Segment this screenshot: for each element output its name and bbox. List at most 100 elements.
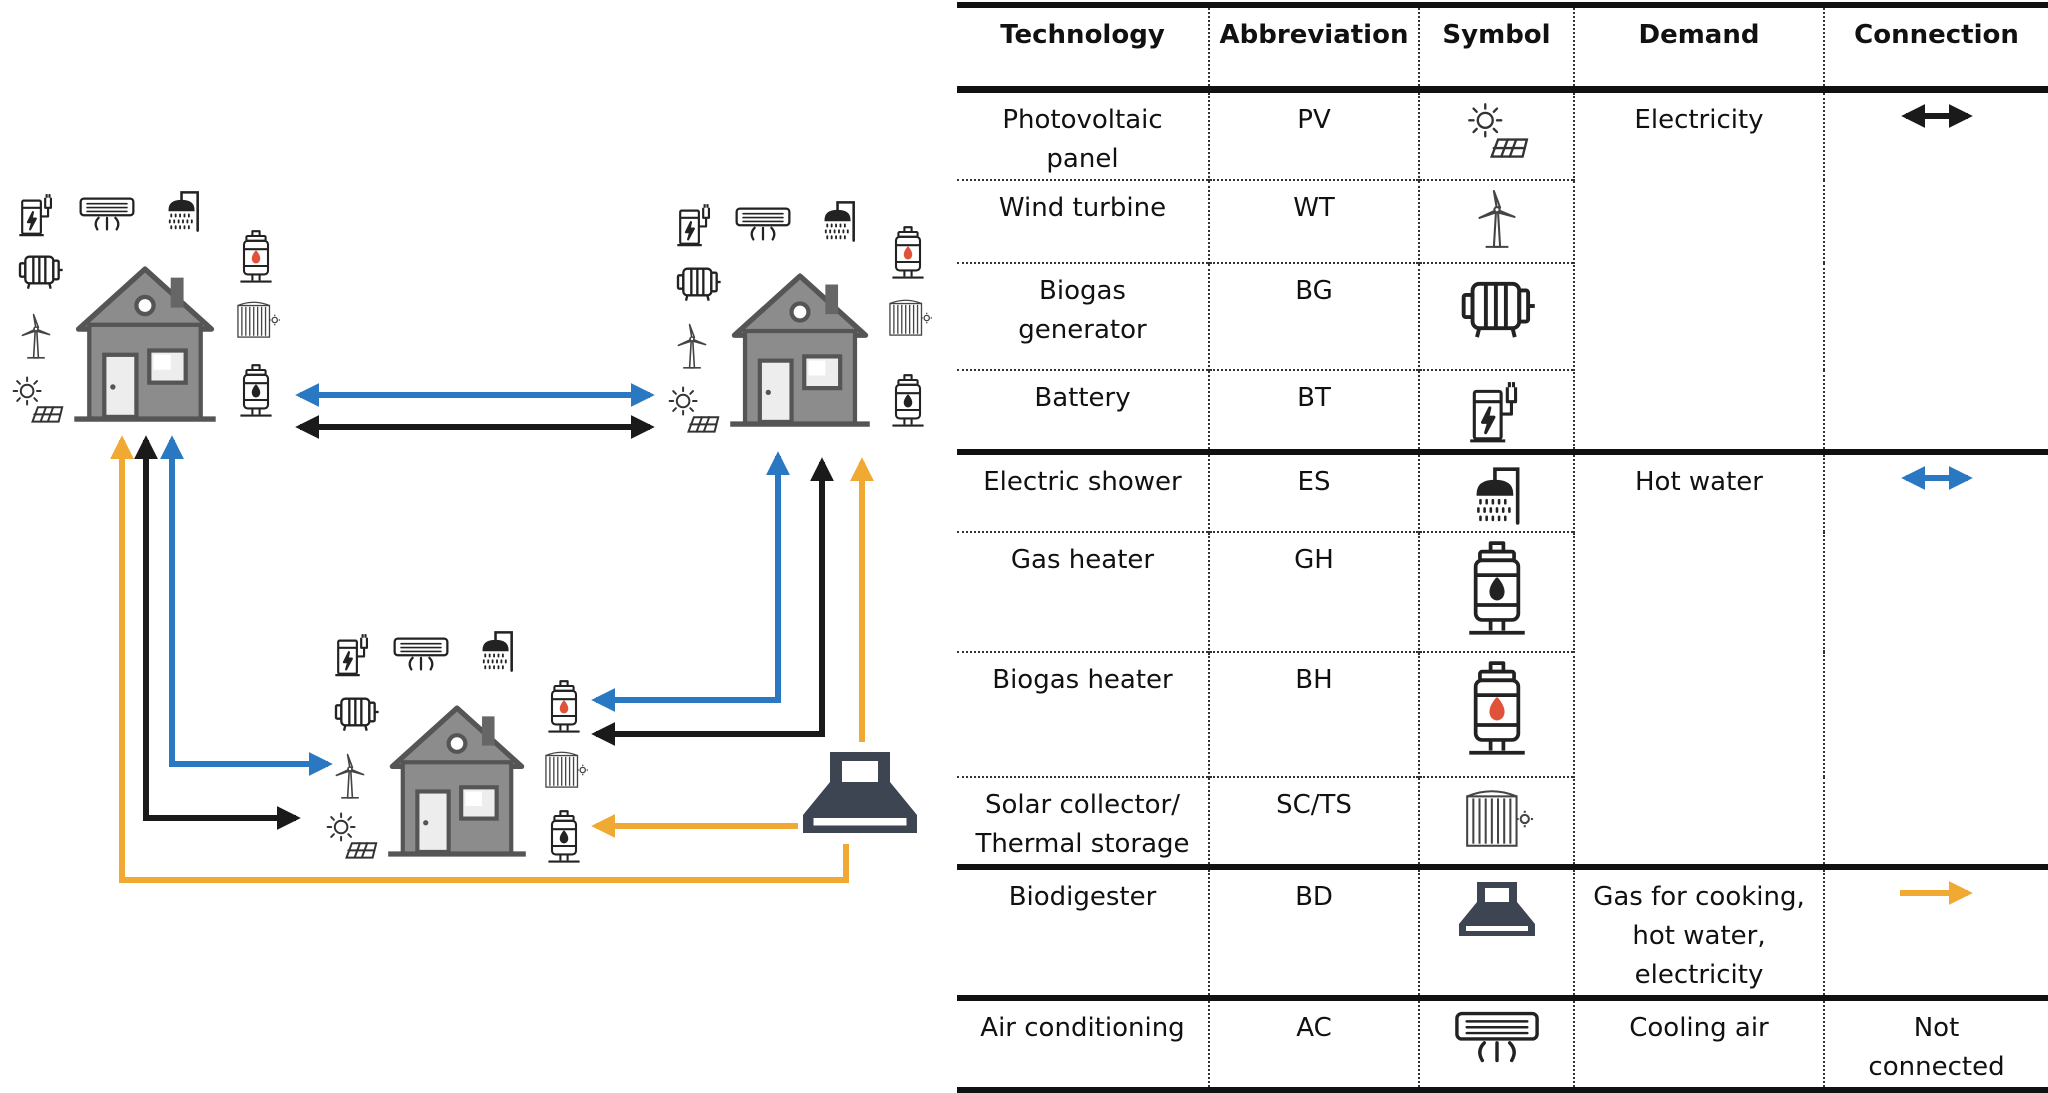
technology-name-line2: panel xyxy=(1046,144,1119,174)
abbreviation-cell: BT xyxy=(1208,370,1420,452)
abbreviation-cell: BG xyxy=(1208,263,1420,370)
solar-collector-icon xyxy=(889,299,932,336)
table-row: Photovoltaic panel PV Electricity xyxy=(957,89,2048,452)
air-conditioner-icon xyxy=(735,207,791,241)
biogas-heater-icon xyxy=(891,226,925,279)
header-symbol: Symbol xyxy=(1418,5,1575,90)
biogas-heater-icon xyxy=(239,230,273,283)
battery-charger-icon xyxy=(676,202,711,247)
technology-legend-table: Technology Abbreviation Symbol Demand Co… xyxy=(957,2,2048,1093)
technology-cell: Biogas heater xyxy=(957,652,1210,777)
technology-name: Biogas xyxy=(1039,276,1126,306)
battery-charger-icon xyxy=(1467,379,1527,445)
header-technology: Technology xyxy=(957,5,1210,90)
biogas-heater-icon xyxy=(1465,661,1529,757)
technology-name: Photovoltaic xyxy=(1002,105,1163,135)
table-header-row: Technology Abbreviation Symbol Demand Co… xyxy=(957,5,2048,90)
symbol-cell xyxy=(1418,180,1574,263)
biogas-generator-icon xyxy=(1457,272,1537,340)
biodigester-links xyxy=(110,435,874,883)
house-3 xyxy=(326,631,588,863)
abbreviation-cell: BD xyxy=(1208,867,1420,998)
arrow-orange-icon xyxy=(1899,881,1973,905)
abbreviation-cell: ES xyxy=(1208,452,1420,532)
solar-panel-icon xyxy=(1465,101,1529,161)
connection-cooling: Not connected xyxy=(1823,998,2048,1090)
abbreviation-cell: GH xyxy=(1208,532,1420,652)
air-conditioner-icon xyxy=(79,197,135,231)
air-conditioner-icon xyxy=(393,637,449,671)
header-demand: Demand xyxy=(1573,5,1825,90)
solar-collector-icon xyxy=(237,301,280,338)
symbol-cell xyxy=(1418,532,1574,652)
solar-panel-icon xyxy=(326,812,378,859)
symbol-cell xyxy=(1418,89,1575,180)
symbol-cell xyxy=(1418,652,1574,777)
header-abbreviation: Abbreviation xyxy=(1208,5,1420,90)
connection-electricity xyxy=(1823,89,2048,452)
technology-cell: Battery xyxy=(957,370,1210,452)
gas-heater-icon xyxy=(891,374,925,427)
double-arrow-black-icon xyxy=(1900,104,1973,128)
demand-biodigester: Gas for cooking, hot water, electricity xyxy=(1573,867,1825,998)
table-row: Biogas generator BG xyxy=(957,263,2048,370)
demand-line: hot water, xyxy=(1632,921,1766,951)
table-row: Electric shower ES Hot water xyxy=(957,452,2048,867)
technology-name-line2: generator xyxy=(1018,315,1147,345)
technology-cell: Wind turbine xyxy=(957,180,1210,263)
battery-charger-icon xyxy=(334,632,369,677)
demand-cooling: Cooling air xyxy=(1573,998,1825,1090)
electric-shower-icon xyxy=(1466,463,1528,525)
abbreviation-cell: WT xyxy=(1208,180,1420,263)
energy-network-diagram xyxy=(12,191,932,883)
biogas-heater-icon xyxy=(547,680,581,733)
solar-collector-icon xyxy=(545,751,588,788)
wind-turbine-icon xyxy=(21,313,51,359)
abbreviation-cell: SC/TS xyxy=(1208,777,1420,867)
connection-hot-water xyxy=(1823,452,2048,867)
hot-water-links xyxy=(160,383,790,776)
abbreviation-cell: PV xyxy=(1208,89,1420,180)
biogas-generator-icon xyxy=(334,697,380,732)
abbreviation-cell: BH xyxy=(1208,652,1420,777)
biodigester-icon xyxy=(1457,878,1537,942)
table-row: Gas heater GH xyxy=(957,532,2048,652)
electric-shower-icon xyxy=(482,631,514,672)
symbol-cell xyxy=(1418,452,1575,532)
double-arrow-blue-icon xyxy=(1900,466,1973,490)
technology-cell: Electric shower xyxy=(957,452,1210,532)
technology-cell: Gas heater xyxy=(957,532,1210,652)
solar-panel-icon xyxy=(668,386,720,433)
connection-line: Not xyxy=(1913,1013,1960,1043)
header-connection: Connection xyxy=(1823,5,2048,90)
house-2 xyxy=(668,201,932,433)
biogas-generator-icon xyxy=(18,255,64,290)
house-1 xyxy=(12,191,280,423)
demand-electricity: Electricity xyxy=(1573,89,1825,452)
table-row: Biodigester BD Gas for cooking, hot water… xyxy=(957,867,2048,998)
electric-shower-icon xyxy=(824,201,856,242)
electric-shower-icon xyxy=(168,191,200,232)
symbol-cell xyxy=(1418,263,1574,370)
connection-biodigester xyxy=(1823,867,2048,998)
table-row: Biogas heater BH xyxy=(957,652,2048,777)
technology-cell: Solar collector/Thermal storage xyxy=(957,777,1210,867)
gas-heater-icon xyxy=(547,810,581,863)
demand-line: Gas for cooking, xyxy=(1593,882,1805,912)
table-row: Battery BT xyxy=(957,370,2048,452)
symbol-cell xyxy=(1418,867,1575,998)
technology-cell: Biogas generator xyxy=(957,263,1210,370)
technology-cell: Biodigester xyxy=(957,867,1210,998)
electricity-links xyxy=(134,415,834,830)
wind-turbine-icon xyxy=(677,323,707,369)
biodigester-icon xyxy=(803,752,917,833)
gas-heater-icon xyxy=(239,364,273,417)
demand-line: electricity xyxy=(1634,960,1764,990)
table-row: Solar collector/Thermal storage SC/TS xyxy=(957,777,2048,867)
symbol-cell xyxy=(1418,777,1574,867)
technology-cell: Photovoltaic panel xyxy=(957,89,1210,180)
abbreviation-cell: AC xyxy=(1208,998,1420,1090)
connection-line: connected xyxy=(1868,1052,2005,1082)
wind-turbine-icon xyxy=(335,753,365,799)
